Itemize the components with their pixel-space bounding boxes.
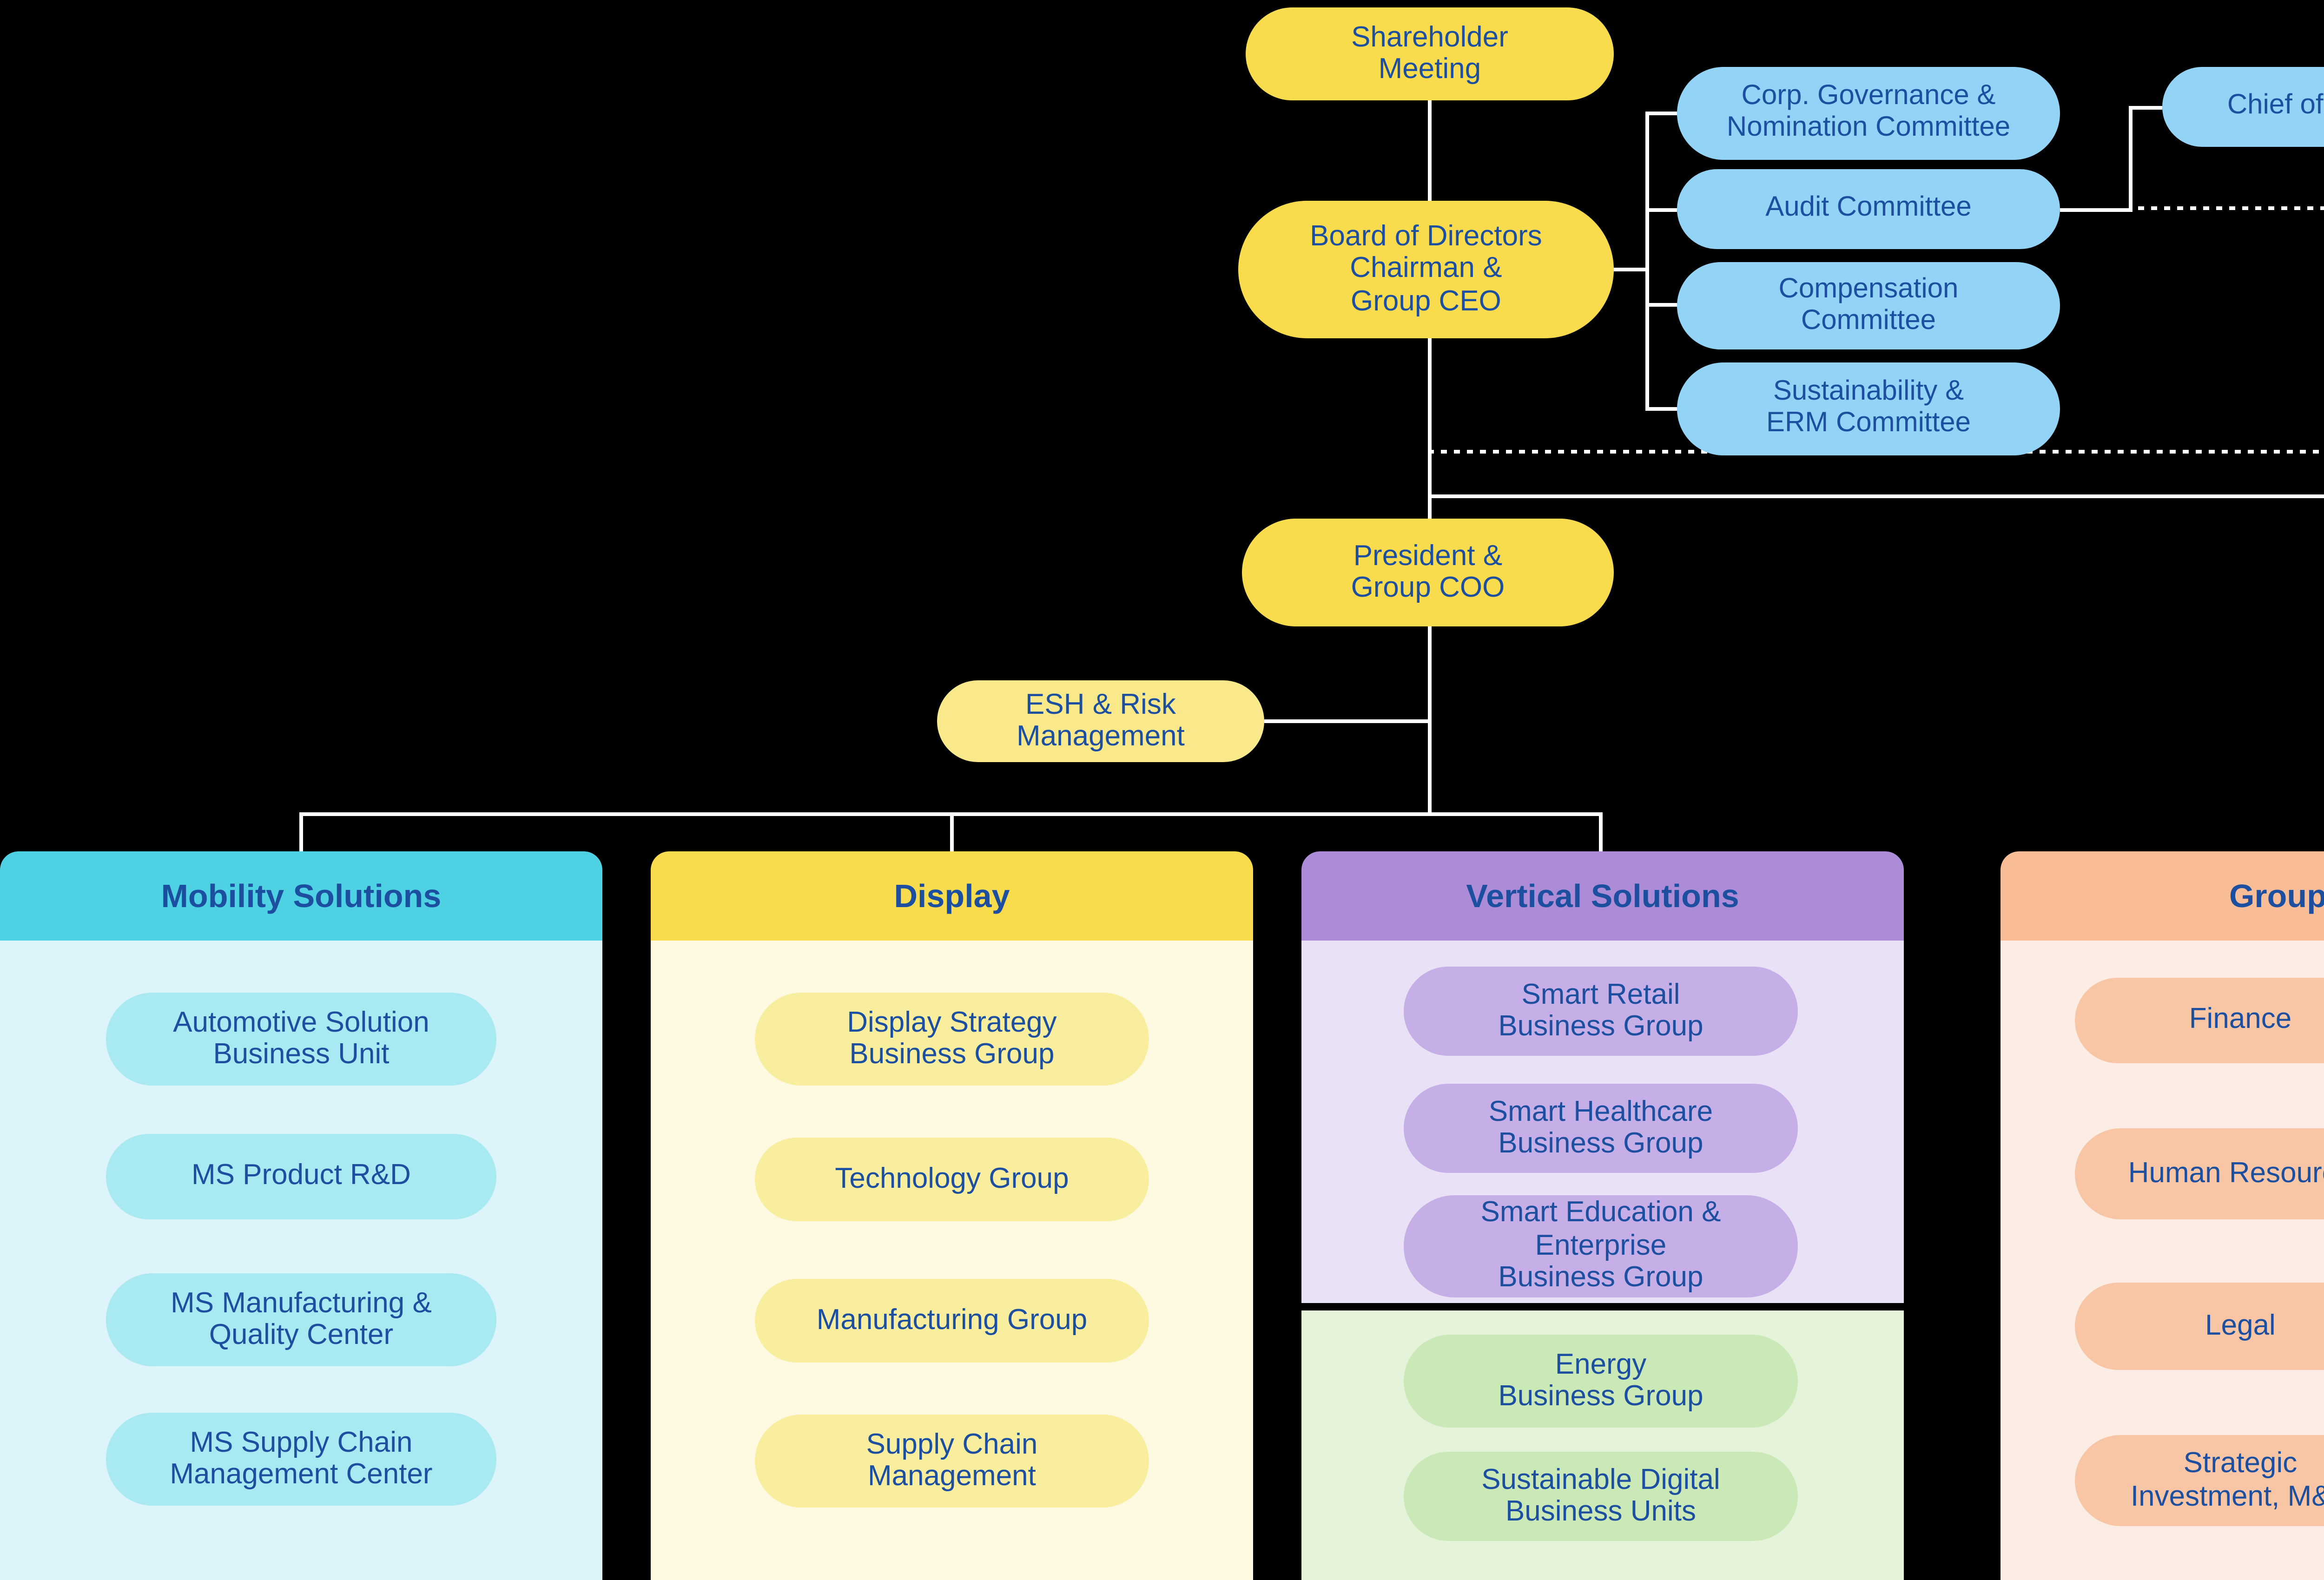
connector-audit-chief-h1 <box>2060 208 2133 212</box>
node-manufacturing-group: Manufacturing Group <box>755 1279 1149 1363</box>
connector-drop-vertical <box>1599 812 1603 851</box>
connector-committee-4-stub <box>1645 407 1677 411</box>
node-supply-chain-management: Supply Chain Management <box>755 1415 1149 1508</box>
node-energy-business-group: Energy Business Group <box>1404 1335 1798 1428</box>
node-automotive-solution-bu: Automotive Solution Business Unit <box>106 993 496 1086</box>
connector-board-committees-stub <box>1614 268 1647 271</box>
node-strategic-investment-ma: Strategic Investment, M&A <box>2075 1435 2324 1526</box>
node-human-resource: Human Resource <box>2075 1128 2324 1219</box>
connector-president-divisions <box>1428 625 1432 814</box>
node-esh-risk-management: ESH & Risk Management <box>937 680 1264 762</box>
node-ms-product-rd: MS Product R&D <box>106 1134 496 1219</box>
connector-audit-chief-h2 <box>2129 106 2162 110</box>
vertical-column-header: Vertical Solutions <box>1301 851 1904 941</box>
node-shareholder-meeting: Shareholder Meeting <box>1246 7 1614 100</box>
connector-shareholder-board <box>1428 100 1432 201</box>
connector-board-president <box>1428 336 1432 522</box>
node-sustainability-erm-committee: Sustainability & ERM Committee <box>1677 362 2060 455</box>
node-smart-healthcare-group: Smart Healthcare Business Group <box>1404 1084 1798 1173</box>
node-chief-of-compliance: Chief of Compliance <box>2162 67 2324 147</box>
connector-audit-chief-v <box>2129 106 2133 212</box>
node-technology-group: Technology Group <box>755 1138 1149 1221</box>
node-ms-manufacturing-quality: MS Manufacturing & Quality Center <box>106 1273 496 1366</box>
infrastructure-column-header: Group Infrastructure Unit <box>2000 851 2324 941</box>
connector-committee-2-stub <box>1645 208 1677 212</box>
node-audit-committee: Audit Committee <box>1677 169 2060 249</box>
connector-committee-3-stub <box>1645 303 1677 307</box>
connector-committees-bracket <box>1645 112 1649 411</box>
node-ms-supply-chain: MS Supply Chain Management Center <box>106 1413 496 1506</box>
node-sustainable-digital-units: Sustainable Digital Business Units <box>1404 1452 1798 1541</box>
connector-esh-stub <box>1264 719 1428 723</box>
connector-committee-1-stub <box>1645 112 1677 115</box>
node-president-coo: President & Group COO <box>1242 519 1614 626</box>
node-legal: Legal <box>2075 1283 2324 1370</box>
node-smart-education-enterprise-group: Smart Education & Enterprise Business Gr… <box>1404 1195 1798 1297</box>
node-corp-governance-committee: Corp. Governance & Nomination Committee <box>1677 67 2060 160</box>
connector-drop-display <box>950 812 954 851</box>
node-board-of-directors: Board of Directors Chairman & Group CEO <box>1238 201 1614 338</box>
mobility-column-header: Mobility Solutions <box>0 851 602 941</box>
connector-drop-mobility <box>299 812 303 851</box>
connector-branch-infra-h <box>1428 494 2324 498</box>
dotted-audit-right <box>2138 206 2324 211</box>
node-compensation-committee: Compensation Committee <box>1677 262 2060 349</box>
node-smart-retail-group: Smart Retail Business Group <box>1404 967 1798 1056</box>
node-display-strategy-group: Display Strategy Business Group <box>755 993 1149 1086</box>
node-finance: Finance <box>2075 978 2324 1063</box>
display-column-header: Display <box>651 851 1253 941</box>
